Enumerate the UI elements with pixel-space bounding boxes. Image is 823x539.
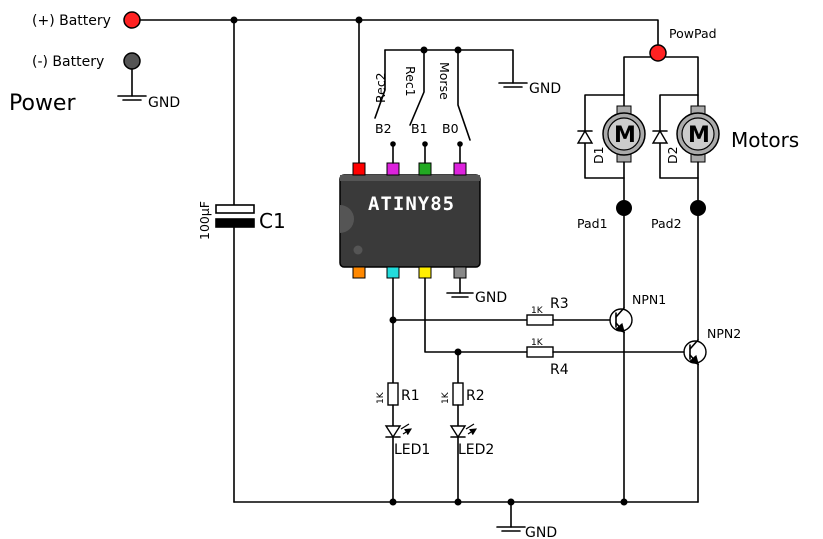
- chip-pin1-marker: [353, 245, 363, 255]
- junction-dot: [420, 46, 428, 54]
- r1-value: 1K: [376, 391, 386, 404]
- pad1-label: Pad1: [577, 216, 608, 231]
- diode-d1: [576, 94, 625, 179]
- battery-positive-label: (+) Battery: [32, 13, 111, 29]
- powpad-terminal[interactable]: [649, 44, 667, 62]
- gnd-label-buttons: GND: [529, 81, 561, 97]
- battery-negative-label: (-) Battery: [32, 54, 104, 70]
- motor-1[interactable]: M: [602, 105, 646, 163]
- battery-negative-terminal[interactable]: [123, 52, 141, 70]
- button-morse[interactable]: [457, 49, 471, 141]
- led-2: [449, 424, 476, 439]
- junction-dot: [454, 46, 462, 54]
- chip-pin-reset[interactable]: [352, 266, 366, 279]
- power-label: Power: [9, 91, 76, 116]
- r1-label: R1: [401, 388, 420, 404]
- b4-wire: [424, 277, 528, 353]
- r2-label: R2: [466, 388, 485, 404]
- b1-contact: [422, 141, 428, 147]
- button-rec1[interactable]: [409, 49, 425, 126]
- b0-label: B0: [442, 121, 459, 136]
- button-rec2[interactable]: [374, 49, 386, 119]
- resistor-r3: [526, 314, 554, 326]
- gnd-symbol-chip: [446, 292, 474, 298]
- positive-rail: [139, 19, 659, 47]
- chip-pin-b0[interactable]: [453, 162, 467, 176]
- diode-d2: [651, 94, 699, 179]
- b1-label: B1: [411, 121, 428, 136]
- c1-label: C1: [259, 209, 286, 233]
- chip-pin-b4[interactable]: [418, 266, 432, 279]
- gnd-label-main: GND: [525, 525, 557, 539]
- r4-value: 1K: [531, 338, 544, 348]
- c1-plate-positive: [215, 204, 255, 214]
- b2-label: B2: [375, 121, 392, 136]
- resistor-r4: [526, 346, 554, 358]
- d2-label: D2: [665, 146, 680, 164]
- r2-value: 1K: [441, 391, 451, 404]
- b0-contact: [457, 141, 463, 147]
- c1-plate-negative: [215, 218, 255, 228]
- transistor-npn2: [683, 339, 707, 366]
- buttons-common-wire: [384, 49, 514, 84]
- junction-dot: [389, 498, 397, 506]
- pad2-terminal[interactable]: [690, 200, 706, 216]
- chip-pin-b1[interactable]: [418, 162, 432, 176]
- led2-label: LED2: [458, 442, 494, 458]
- attiny85-chip[interactable]: ATINY85: [339, 174, 481, 268]
- motor-1-letter: M: [614, 123, 636, 148]
- gnd-label-chip: GND: [475, 290, 507, 306]
- junction-dot: [454, 498, 462, 506]
- gnd-label-power: GND: [148, 95, 180, 111]
- resistor-r1: [387, 382, 399, 406]
- chip-pin-vcc[interactable]: [352, 162, 366, 176]
- chip-label: ATINY85: [368, 193, 455, 215]
- rec2-label: Rec2: [373, 72, 388, 103]
- r4-label: R4: [550, 362, 569, 378]
- morse-label: Morse: [437, 62, 452, 100]
- gnd-symbol-power: [117, 95, 147, 101]
- motor-2[interactable]: M: [676, 105, 720, 163]
- pad2-label: Pad2: [651, 216, 682, 231]
- junction-dot: [620, 498, 628, 506]
- led1-label: LED1: [394, 442, 430, 458]
- transistor-npn1: [609, 307, 633, 334]
- rec1-label: Rec1: [403, 66, 418, 97]
- motor-2-letter: M: [688, 123, 710, 148]
- gnd-symbol-main: [496, 526, 526, 532]
- b2-contact: [390, 141, 396, 147]
- resistor-r2: [452, 382, 464, 406]
- gnd-symbol-buttons: [498, 82, 528, 88]
- battery-positive-terminal[interactable]: [123, 11, 141, 29]
- npn2-label: NPN2: [707, 326, 741, 341]
- r3-label: R3: [550, 296, 569, 312]
- motors-label: Motors: [731, 128, 799, 152]
- chip-notch: [340, 205, 354, 233]
- r3-value: 1K: [531, 306, 544, 316]
- npn1-label: NPN1: [632, 292, 666, 307]
- d1-label: D1: [591, 146, 606, 164]
- chip-pin-gnd[interactable]: [453, 266, 467, 279]
- powpad-label: PowPad: [669, 26, 717, 41]
- chip-pin-b3[interactable]: [386, 266, 400, 279]
- powpad-wire: [623, 56, 699, 109]
- led-1: [384, 424, 411, 439]
- c1-value-label: 100µF: [197, 201, 212, 240]
- pad1-terminal[interactable]: [616, 200, 632, 216]
- chip-pin-b2[interactable]: [386, 162, 400, 176]
